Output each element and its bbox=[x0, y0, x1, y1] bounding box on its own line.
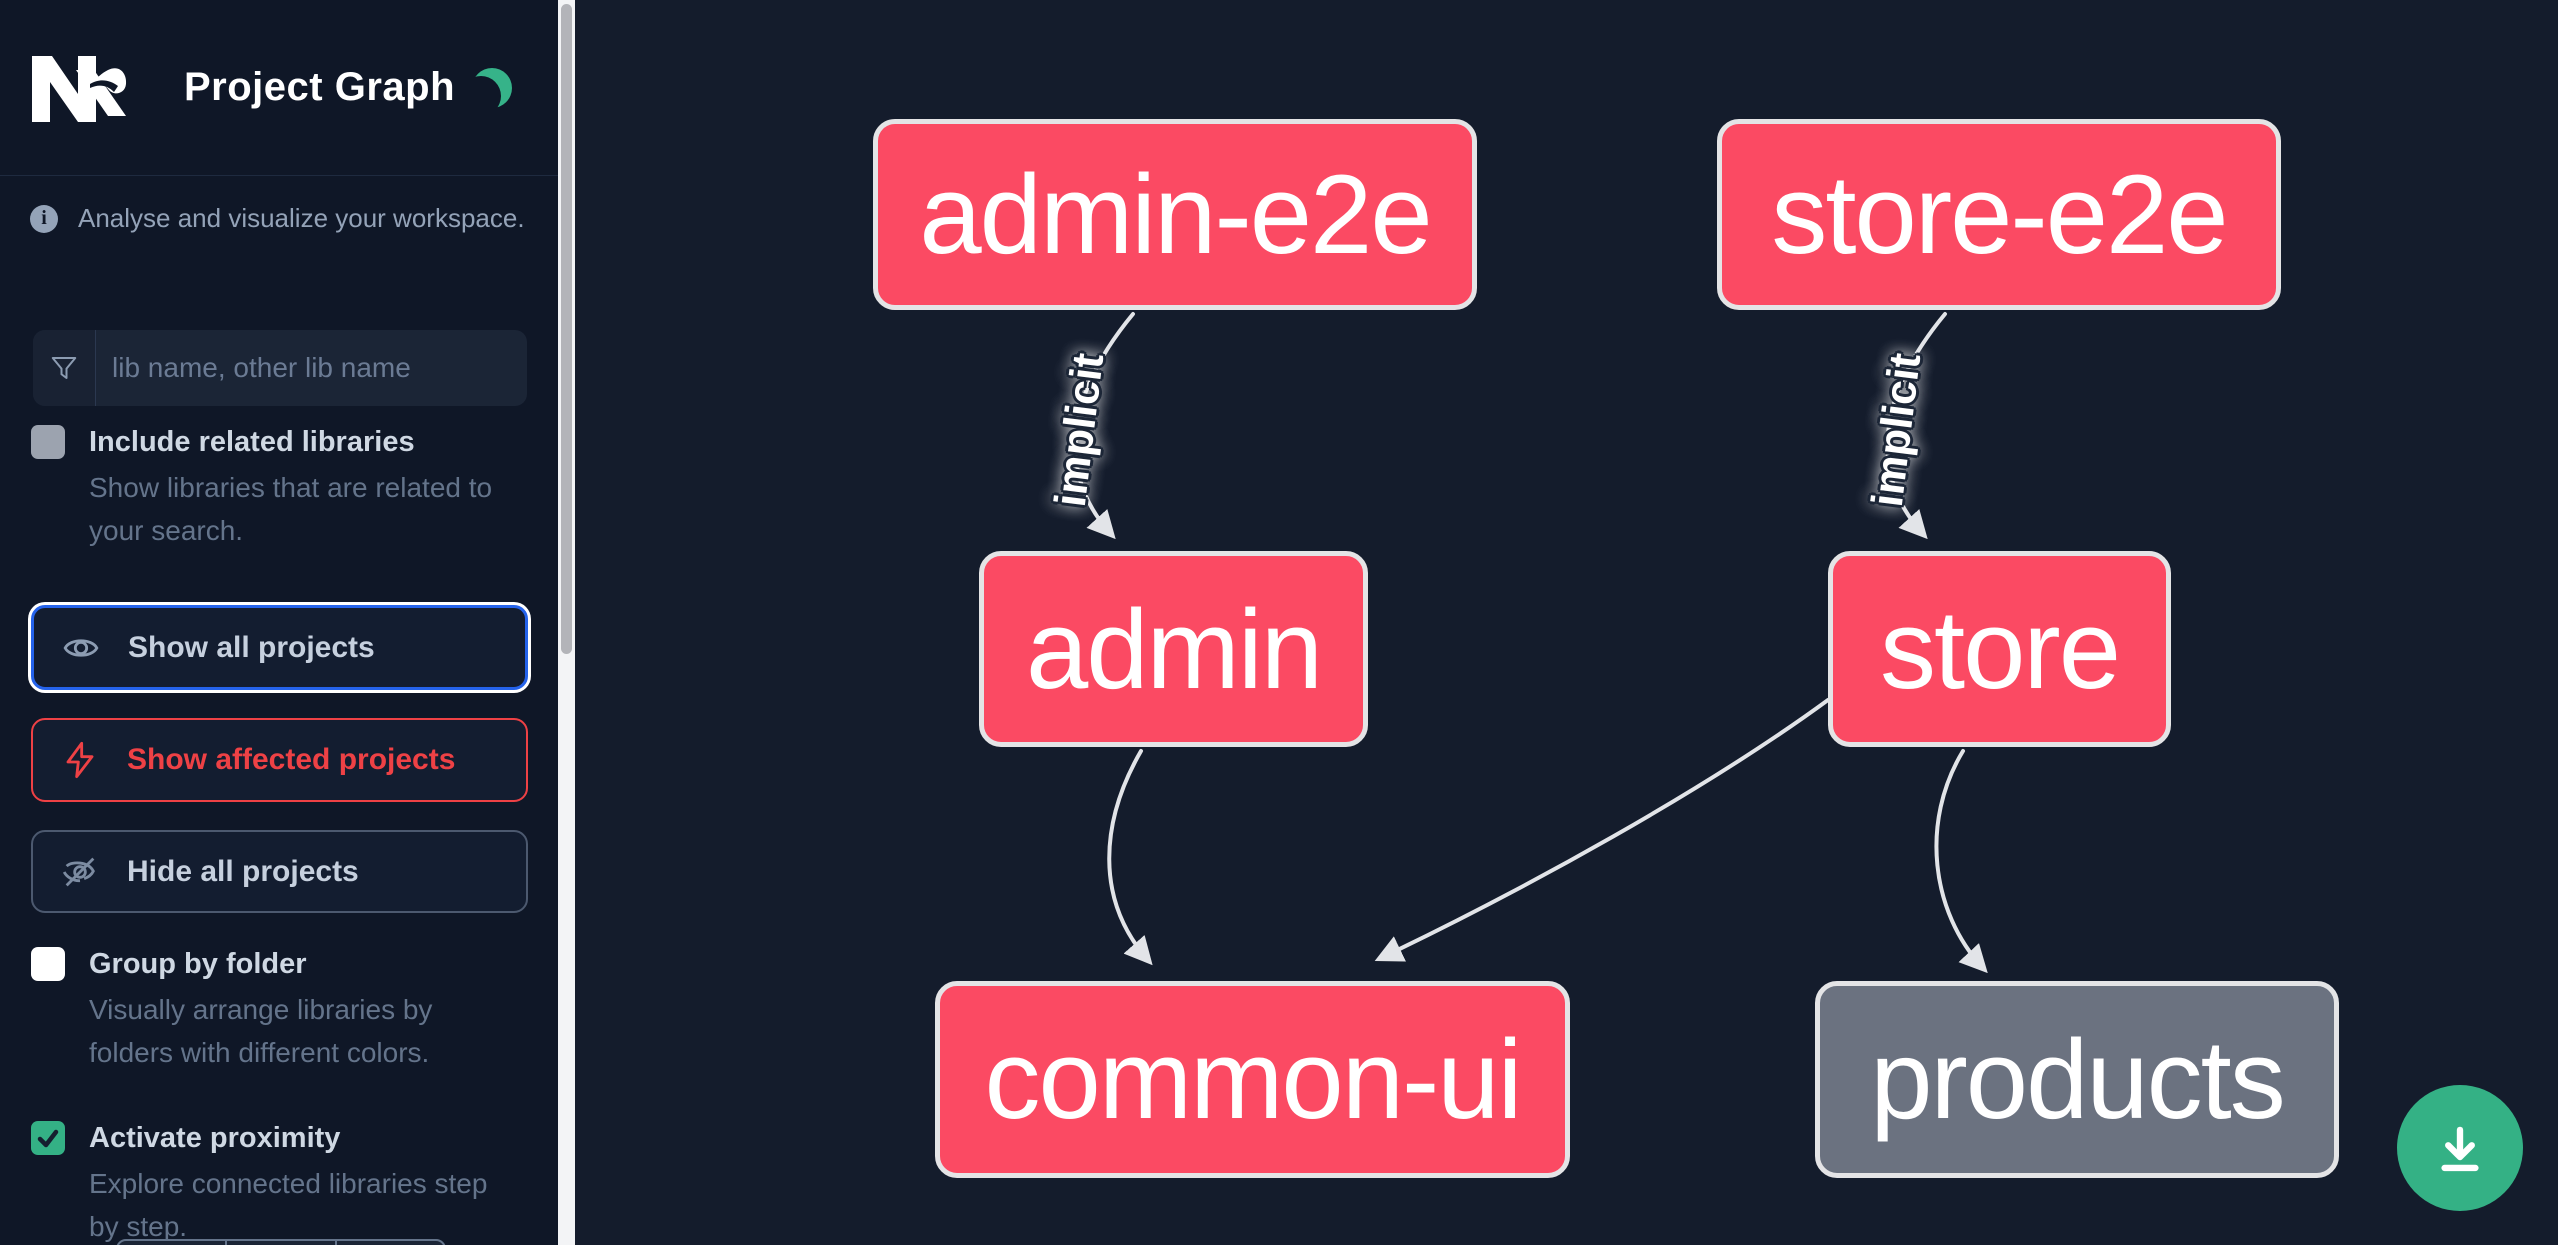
project-graph-canvas[interactable]: implicit implicit admin-e2e store-e2e ad… bbox=[575, 0, 2558, 1245]
node-label: store-e2e bbox=[1771, 152, 2228, 277]
node-label: store bbox=[1880, 586, 2121, 712]
toggle-label: Include related libraries bbox=[89, 426, 415, 458]
toggle-label: Activate proximity bbox=[89, 1122, 341, 1154]
dark-mode-moon-icon[interactable] bbox=[472, 68, 512, 108]
stepper-decrement[interactable] bbox=[118, 1241, 228, 1245]
sidebar: Project Graph i Analyse and visualize yo… bbox=[0, 0, 558, 1245]
group-by-folder-checkbox[interactable] bbox=[31, 947, 65, 981]
show-all-projects-label: Show all projects bbox=[128, 630, 375, 664]
node-label: products bbox=[1870, 1017, 2286, 1142]
toggle-activate-proximity: Activate proximity Explore connected lib… bbox=[31, 1120, 517, 1245]
check-icon bbox=[37, 1129, 59, 1148]
node-label: admin-e2e bbox=[919, 152, 1432, 277]
hide-all-projects-button[interactable]: Hide all projects bbox=[31, 830, 528, 913]
edge-admin-e2e-admin bbox=[1073, 312, 1135, 540]
edge-store-e2e-store bbox=[1885, 312, 1947, 540]
toggle-description: Show libraries that are related to your … bbox=[89, 472, 493, 546]
stepper-value bbox=[227, 1241, 337, 1245]
show-all-projects-button[interactable]: Show all projects bbox=[31, 605, 528, 690]
toggle-label: Group by folder bbox=[89, 948, 307, 980]
bolt-icon bbox=[66, 741, 94, 779]
activate-proximity-checkbox[interactable] bbox=[31, 1121, 65, 1155]
proximity-depth-stepper[interactable] bbox=[116, 1239, 446, 1245]
toggle-description: Visually arrange libraries by folders wi… bbox=[89, 994, 433, 1068]
edge-store-products bbox=[1934, 749, 1988, 974]
node-label: admin bbox=[1025, 586, 1323, 712]
edge-store-common-ui bbox=[1374, 698, 1830, 962]
search-box bbox=[33, 330, 527, 406]
workspace-tagline-row: i Analyse and visualize your workspace. bbox=[30, 203, 525, 234]
search-input[interactable] bbox=[96, 330, 527, 406]
info-icon: i bbox=[30, 204, 58, 233]
node-admin[interactable]: admin bbox=[979, 551, 1368, 747]
node-products[interactable]: products bbox=[1815, 981, 2339, 1178]
eye-icon bbox=[63, 638, 99, 657]
node-store-e2e[interactable]: store-e2e bbox=[1717, 119, 2281, 310]
toggle-group-by-folder: Group by folder Visually arrange librari… bbox=[31, 946, 517, 1074]
download-graph-button[interactable] bbox=[2397, 1085, 2523, 1211]
scrollbar-thumb[interactable] bbox=[561, 4, 572, 654]
show-affected-projects-button[interactable]: Show affected projects bbox=[31, 718, 528, 802]
node-label: common-ui bbox=[984, 1017, 1523, 1142]
node-store[interactable]: store bbox=[1828, 551, 2171, 747]
filter-icon bbox=[33, 330, 96, 406]
toggle-description: Explore connected libraries step by step… bbox=[89, 1168, 488, 1242]
sidebar-scrollbar[interactable] bbox=[558, 0, 575, 1245]
page-title: Project Graph bbox=[184, 65, 456, 109]
node-common-ui[interactable]: common-ui bbox=[935, 981, 1570, 1178]
toggle-include-related: Include related libraries Show libraries… bbox=[31, 424, 517, 552]
show-affected-projects-label: Show affected projects bbox=[127, 743, 456, 776]
hide-all-projects-label: Hide all projects bbox=[127, 854, 359, 888]
sidebar-header: Project Graph bbox=[0, 0, 558, 176]
eye-off-icon bbox=[62, 857, 95, 886]
node-admin-e2e[interactable]: admin-e2e bbox=[873, 119, 1477, 310]
stepper-increment[interactable] bbox=[337, 1241, 444, 1245]
edge-admin-common-ui bbox=[1107, 749, 1153, 966]
workspace-tagline: Analyse and visualize your workspace. bbox=[78, 203, 525, 233]
download-icon bbox=[2441, 1126, 2479, 1172]
include-related-checkbox[interactable] bbox=[31, 425, 65, 459]
graph-edges bbox=[1073, 312, 1988, 974]
nx-logo-icon bbox=[32, 55, 127, 122]
